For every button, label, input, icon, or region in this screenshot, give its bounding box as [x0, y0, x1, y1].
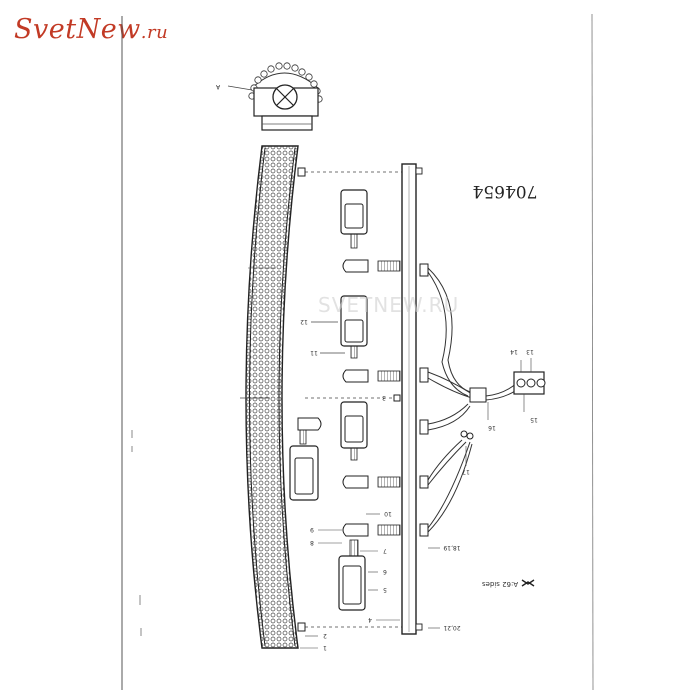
margin-ticks [131, 430, 142, 636]
lamp-holder-2 [311, 295, 401, 383]
crystal-shade [240, 145, 299, 649]
wiring [427, 267, 523, 533]
callout-a: A [215, 83, 220, 90]
lamp-holder-4 [338, 523, 401, 611]
callout-10: 10 [384, 510, 392, 517]
callout-5: 5 [383, 586, 387, 593]
lamp-holder-side [289, 417, 322, 501]
callout-11: 11 [310, 349, 318, 356]
callout-14: 14 [510, 348, 518, 355]
end-cap-part-a: A [215, 62, 323, 131]
callout-17: 17 [462, 468, 470, 475]
callout-6: 6 [383, 568, 387, 575]
lamp-holder-1 [340, 189, 401, 273]
callout-labels: 1 2 5 6 7 8 9 10 11 12 3 4 13 14 15 16 1… [300, 318, 538, 651]
terminal-block [513, 371, 546, 395]
leader-lines [300, 358, 532, 649]
callout-4: 4 [368, 616, 372, 623]
logo-main: SvetNew [14, 14, 141, 45]
callout-8: 8 [310, 539, 314, 546]
callout-12: 12 [300, 318, 308, 325]
callout-20-21: 20,21 [443, 624, 460, 631]
callout-15: 15 [530, 416, 538, 423]
brand-logo: SvetNew.ru [14, 14, 168, 45]
fixing-lines [305, 171, 402, 628]
callout-9: 9 [310, 526, 314, 533]
watermark: SVETNEW.RU [318, 293, 459, 317]
page-border-right [591, 13, 594, 691]
callout-16: 16 [488, 424, 496, 431]
sides-note-text: A:62 sides [482, 580, 518, 588]
callout-1: 1 [323, 644, 327, 651]
mounting-bar [401, 163, 423, 635]
screw-icon [297, 167, 401, 632]
callout-18-19: 18,19 [443, 544, 460, 551]
model-number: 704654 [473, 181, 538, 201]
logo-suffix: .ru [140, 22, 169, 43]
connector-icon [419, 263, 487, 537]
bulb-symbol-icon [521, 579, 535, 587]
sides-note: A:62 sides [482, 579, 535, 588]
callout-7: 7 [383, 547, 387, 554]
lamp-holder-3 [340, 401, 401, 489]
callout-2: 2 [323, 632, 327, 639]
callout-13: 13 [526, 348, 534, 355]
callout-3: 3 [382, 394, 386, 401]
